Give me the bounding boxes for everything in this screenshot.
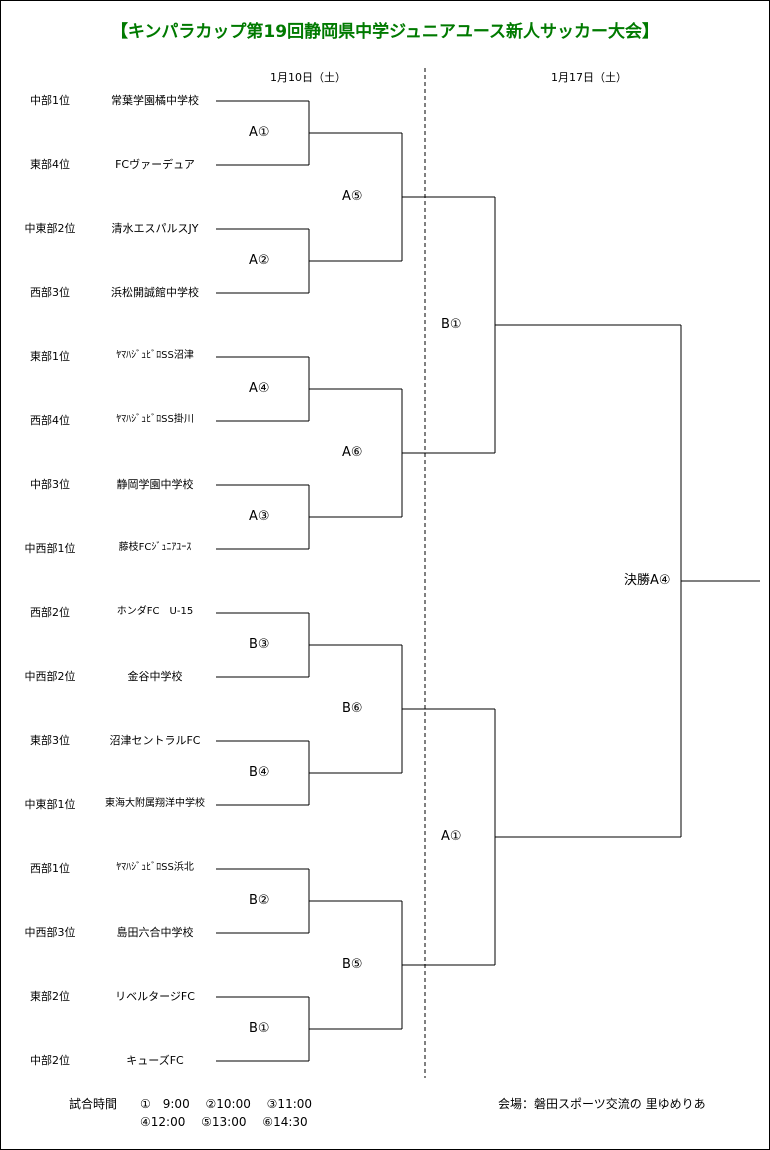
match-label: B② xyxy=(249,893,270,908)
entry-team: 常葉学園橘中学校 xyxy=(111,94,199,107)
entry-rank: 中西部2位 xyxy=(24,670,76,683)
match-label: A⑤ xyxy=(342,189,363,204)
match-label: A③ xyxy=(249,509,270,524)
entry-rank: 東部4位 xyxy=(30,158,70,171)
entry-team: 静岡学園中学校 xyxy=(116,478,194,491)
times-line2: ④12:00 ⑤13:00 ⑥14:30 xyxy=(140,1115,308,1129)
date-round1: 1月10日（土） xyxy=(270,71,346,84)
entry-team: 浜松開誠館中学校 xyxy=(111,286,199,299)
entry-team: 金谷中学校 xyxy=(127,670,183,683)
venue-label: 会場：磐田スポーツ交流の 里ゆめりあ xyxy=(498,1097,706,1111)
entry-team: ﾔﾏﾊｼﾞｭﾋﾞﾛSS掛川 xyxy=(116,414,194,425)
entry-team: ﾔﾏﾊｼﾞｭﾋﾞﾛSS沼津 xyxy=(116,350,194,361)
entry-rank: 中部2位 xyxy=(30,1054,70,1067)
entry-rank: 中西部3位 xyxy=(24,926,76,939)
times-line1: ① 9:00 ②10:00 ③11:00 xyxy=(140,1097,313,1111)
entry-team: ﾔﾏﾊｼﾞｭﾋﾞﾛSS浜北 xyxy=(116,862,194,873)
match-label: A① xyxy=(249,125,270,140)
entry-rank: 東部2位 xyxy=(30,990,70,1003)
entry-team: 清水エスパルスJY xyxy=(111,222,199,235)
match-label: A① xyxy=(441,829,462,844)
entry-rank: 中部1位 xyxy=(30,94,70,107)
match-label: B① xyxy=(441,317,462,332)
entry-team: 藤枝FCｼﾞｭﾆｱﾕｰｽ xyxy=(118,542,192,553)
entry-rank: 西部4位 xyxy=(30,414,70,427)
entry-team: 東海大附属翔洋中学校 xyxy=(105,798,205,809)
entry-team: ホンダFC U-15 xyxy=(116,606,194,617)
match-label: B③ xyxy=(249,637,270,652)
match-label: B④ xyxy=(249,765,270,780)
entry-rank: 西部1位 xyxy=(30,862,70,875)
entry-team: リベルタージFC xyxy=(115,990,195,1003)
entry-rank: 東部1位 xyxy=(30,350,70,363)
entry-rank: 西部3位 xyxy=(30,286,70,299)
date-round2: 1月17日（土） xyxy=(551,71,627,84)
page-title: 【キンパラカップ第19回静岡県中学ジュニアユース新人サッカー大会】 xyxy=(110,22,660,42)
entry-rank: 中部3位 xyxy=(30,478,70,491)
entry-rank: 中西部1位 xyxy=(24,542,76,555)
entry-rank: 東部3位 xyxy=(30,734,70,747)
match-label: A⑥ xyxy=(342,445,363,460)
match-label: B① xyxy=(249,1021,270,1036)
match-label: A④ xyxy=(249,381,270,396)
time-label: 試合時間 xyxy=(69,1097,118,1111)
entry-rank: 西部2位 xyxy=(30,606,70,619)
match-label: B⑤ xyxy=(342,957,363,972)
entry-rank: 中東部1位 xyxy=(24,798,76,811)
entry-team: FCヴァーデュア xyxy=(115,158,195,171)
match-label: A② xyxy=(249,253,270,268)
final-match-label: 決勝A④ xyxy=(624,573,671,588)
match-label: B⑥ xyxy=(342,701,363,716)
entry-team: 島田六合中学校 xyxy=(116,926,194,939)
entry-team: キューズFC xyxy=(126,1054,184,1067)
entry-team: 沼津セントラルFC xyxy=(109,734,201,747)
entry-rank: 中東部2位 xyxy=(24,222,76,235)
